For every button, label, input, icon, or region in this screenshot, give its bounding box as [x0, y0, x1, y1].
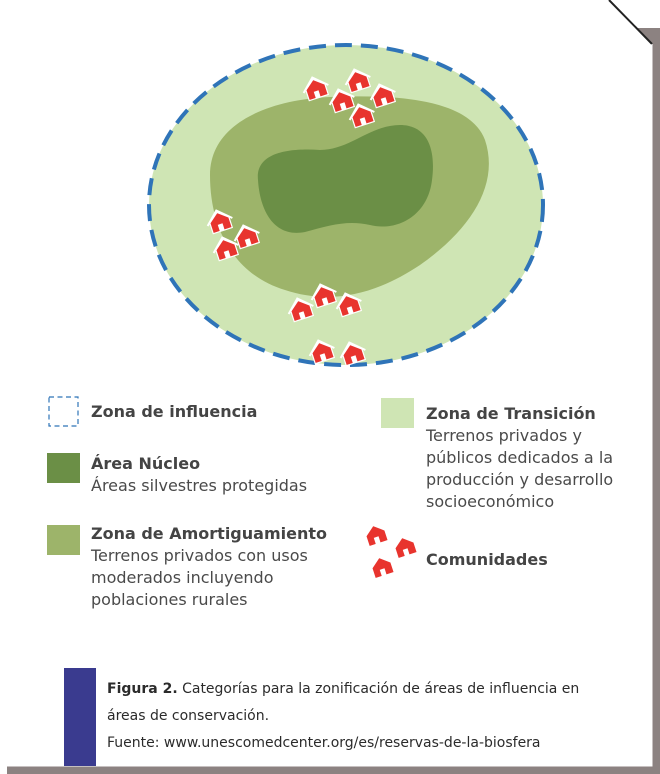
buffer-title: Zona de Amortiguamiento: [91, 524, 327, 543]
legend-influence: Zona de influencia: [91, 401, 257, 423]
influence-title: Zona de influencia: [91, 402, 258, 421]
legend-core: Área Núcleo Áreas silvestres protegidas: [91, 453, 307, 497]
buffer-swatch: [47, 525, 80, 555]
legend-communities: Comunidades: [426, 549, 548, 571]
transition-desc-line: públicos dedicados a la: [426, 448, 614, 467]
core-title: Área Núcleo: [91, 454, 201, 473]
buffer-desc-line: Terrenos privados con usos: [91, 546, 308, 565]
core-desc: Áreas silvestres protegidas: [91, 476, 308, 495]
influence-boundary: [147, 43, 545, 367]
legend-transition: Zona de Transición Terrenos privados y p…: [426, 403, 613, 513]
buffer-desc-line: moderados incluyendo: [91, 568, 274, 587]
folded-corner: [608, 0, 653, 45]
caption-line: áreas de conservación.: [107, 708, 270, 724]
caption-source: Fuente: www.unescomedcenter.org/es/reser…: [107, 735, 541, 751]
communities-title: Comunidades: [426, 550, 548, 569]
figure-caption: Figura 2. Categorías para la zonificació…: [107, 676, 627, 757]
core-area: [257, 125, 433, 233]
caption-accent-bar: [64, 668, 96, 766]
legend-buffer: Zona de Amortiguamiento Terrenos privado…: [91, 523, 327, 611]
transition-swatch: [381, 398, 414, 428]
core-swatch: [47, 453, 80, 483]
buffer-desc-line: poblaciones rurales: [91, 590, 248, 609]
transition-desc-line: Terrenos privados y: [426, 426, 582, 445]
caption-label: Figura 2.: [107, 681, 178, 697]
transition-desc-line: socioeconómico: [426, 492, 555, 511]
caption-text: Categorías para la zonificación de áreas…: [177, 681, 580, 697]
caption-line: Figura 2. Categorías para la zonificació…: [107, 676, 627, 703]
influence-swatch-icon: [48, 396, 79, 427]
transition-title: Zona de Transición: [426, 404, 596, 423]
transition-desc-line: producción y desarrollo: [426, 470, 614, 489]
